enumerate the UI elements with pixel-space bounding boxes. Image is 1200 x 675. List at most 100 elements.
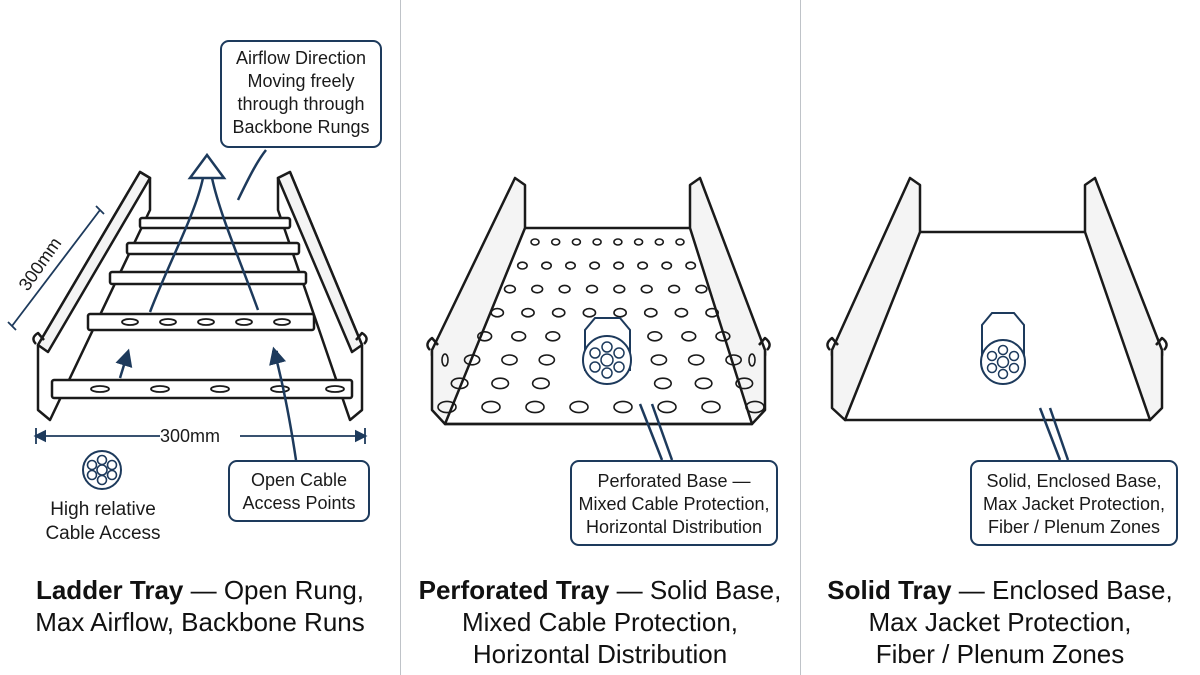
caption-title: Perforated Tray [418, 575, 610, 605]
perforation-hole [694, 377, 713, 390]
perforation-hole [650, 354, 668, 366]
perforation-hole [538, 354, 556, 366]
perforation-hole [654, 238, 665, 246]
solid-leader [1038, 407, 1070, 461]
perforation-holes [437, 238, 765, 414]
perforation-hole [530, 284, 544, 294]
perforation-hole [437, 400, 457, 414]
callout-line: Open Cable [250, 470, 348, 490]
perforation-hole [481, 400, 501, 414]
perforation-hole [491, 377, 510, 390]
caption-line: Horizontal Distribution [472, 639, 728, 669]
perforation-hole [589, 261, 601, 270]
perforation-hole [685, 261, 697, 270]
perforation-hole [675, 238, 685, 246]
callout-line: Max Jacket Protection, [982, 494, 1166, 514]
perforation-hole [503, 284, 517, 294]
perforation-hole [521, 307, 535, 318]
perforation-hole [551, 307, 566, 318]
ladder-tray-illustration [32, 170, 368, 422]
perforation-hole [463, 354, 481, 366]
ladder-tray-caption: Ladder Tray — Open Rung, Max Airflow, Ba… [0, 574, 400, 638]
ladder-cable-bundle [82, 450, 122, 490]
perforation-hole [681, 330, 697, 342]
perforated-callout: Perforated Base — Mixed Cable Protection… [570, 460, 778, 546]
perforation-hole [613, 307, 627, 318]
callout-line: Moving freely [247, 71, 355, 91]
perforation-hole [674, 307, 689, 318]
perforation-hole [661, 261, 673, 270]
label-line: Cable Access [45, 523, 161, 544]
callout-line: Airflow Direction [235, 48, 367, 68]
perforation-hole [613, 400, 633, 414]
callout-line: Solid, Enclosed Base, [986, 471, 1162, 491]
caption-text: — Solid Base, [609, 575, 782, 605]
caption-line: Max Airflow, Backbone Runs [35, 607, 365, 637]
callout-line: Fiber / Plenum Zones [987, 517, 1161, 537]
perforation-hole [569, 400, 589, 414]
solid-callout: Solid, Enclosed Base, Max Jacket Protect… [970, 460, 1178, 546]
access-points-callout: Open Cable Access Points [228, 460, 370, 522]
perforation-hole [653, 377, 673, 390]
perforation-hole [582, 307, 597, 318]
perforated-cable-bundle [582, 317, 632, 385]
perforation-hole [501, 354, 518, 366]
perforation-hole [545, 330, 561, 342]
perforation-hole [687, 354, 705, 366]
perforation-hole [657, 400, 677, 414]
perforation-hole [531, 377, 551, 390]
caption-text: — Enclosed Base, [951, 575, 1173, 605]
dimension-lines [7, 205, 368, 444]
perforation-hole [592, 238, 602, 246]
perforation-hole [643, 307, 658, 318]
callout-line: through through [237, 94, 365, 114]
perforation-hole [735, 377, 754, 390]
caption-title: Solid Tray [827, 575, 952, 605]
perforation-hole [725, 354, 742, 366]
callout-line: Mixed Cable Protection, [578, 494, 770, 514]
caption-text: — Open Rung, [183, 575, 365, 605]
perforation-hole [667, 284, 681, 294]
perforation-hole [511, 330, 527, 342]
width-dimension-label: 300mm [160, 426, 221, 446]
perforation-hole [450, 377, 469, 390]
caption-title: Ladder Tray [35, 575, 184, 605]
perforation-hole [540, 261, 552, 270]
perforation-hole [530, 238, 540, 246]
perforation-hole [745, 400, 765, 414]
callout-line: Backbone Rungs [232, 117, 370, 137]
perforation-hole [637, 261, 649, 270]
perforation-hole [477, 330, 493, 342]
panel-divider [400, 0, 401, 675]
solid-cable-bundle [980, 312, 1026, 385]
perforation-hole [633, 238, 644, 246]
perforated-tray-caption: Perforated Tray — Solid Base, Mixed Cabl… [400, 574, 800, 670]
airflow-callout: Airflow Direction Moving freely through … [220, 40, 382, 148]
caption-line: Fiber / Plenum Zones [875, 639, 1125, 669]
perforation-hole [571, 238, 582, 246]
perforated-tray-illustration [426, 176, 771, 426]
perforation-hole [525, 400, 545, 414]
cable-access-label: High relative Cable Access [40, 498, 166, 546]
perforation-hole [715, 330, 731, 342]
perforation-hole [490, 307, 505, 318]
perforation-hole [550, 238, 561, 246]
perforation-hole [516, 261, 528, 270]
callout-line: Access Points [242, 493, 356, 513]
perforation-hole [701, 400, 721, 414]
perforation-hole [613, 284, 626, 294]
caption-line: Mixed Cable Protection, [461, 607, 739, 637]
perforation-hole [613, 238, 623, 246]
perforation-hole [705, 307, 719, 318]
perforation-hole [613, 261, 625, 270]
callout-line: Perforated Base — [597, 471, 751, 491]
panel-divider [800, 0, 801, 675]
perforation-hole [647, 330, 663, 342]
perforation-hole [695, 284, 708, 294]
callout-line: Horizontal Distribution [585, 517, 763, 537]
label-line: High relative [50, 499, 156, 520]
perforation-hole [640, 284, 653, 294]
solid-tray-caption: Solid Tray — Enclosed Base, Max Jacket P… [800, 574, 1200, 670]
